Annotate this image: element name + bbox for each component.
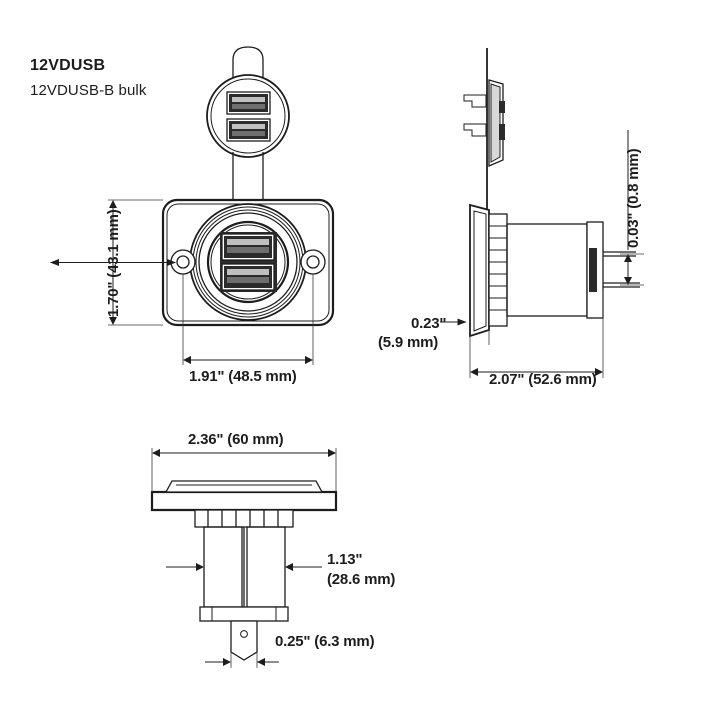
cap-usb-port-upper bbox=[226, 91, 271, 115]
mounting-hole-right bbox=[300, 249, 326, 275]
cap-detail-group bbox=[206, 46, 290, 200]
product-code-title: 12VDUSB bbox=[30, 57, 106, 74]
dimension-label-side-flange-in: 0.23" bbox=[411, 315, 447, 332]
dimension-side-length bbox=[470, 290, 604, 378]
product-variant-subtitle: 12VDUSB-B bulk bbox=[30, 82, 147, 99]
dimension-bottom-width bbox=[151, 448, 337, 492]
mounting-hole-left bbox=[170, 249, 196, 275]
dimension-front-height bbox=[50, 199, 176, 326]
side-view-cap-group bbox=[463, 48, 505, 230]
dimension-label-front-width: 1.91" (48.5 mm) bbox=[189, 368, 297, 385]
dimension-terminal-width bbox=[205, 652, 279, 668]
front-usb-port-lower bbox=[221, 263, 275, 291]
dimension-barrel-diameter bbox=[166, 563, 322, 571]
dimension-label-bottom-width: 2.36" (60 mm) bbox=[188, 431, 284, 448]
dimension-terminal-thickness bbox=[620, 130, 644, 286]
side-view-body-group bbox=[469, 203, 640, 338]
dimension-side-flange bbox=[440, 318, 490, 378]
front-view-group bbox=[161, 198, 335, 327]
front-usb-port-upper bbox=[221, 233, 275, 261]
dimension-front-width bbox=[182, 274, 314, 365]
cap-usb-port-lower bbox=[226, 118, 271, 142]
bottom-view-group bbox=[150, 480, 338, 661]
dimension-label-terminal-thickness: 0.03" (0.8 mm) bbox=[625, 148, 642, 248]
dimension-label-terminal-width: 0.25" (6.3 mm) bbox=[275, 633, 375, 650]
dimension-label-front-height: 1.70" (43.1 mm) bbox=[105, 209, 122, 317]
dimension-label-side-length: 2.07" (52.6 mm) bbox=[489, 371, 597, 388]
dimension-label-barrel-diameter-in: 1.13" bbox=[327, 551, 363, 568]
dimension-label-side-flange-mm: (5.9 mm) bbox=[378, 334, 439, 351]
dimension-label-barrel-diameter-mm: (28.6 mm) bbox=[327, 571, 396, 588]
